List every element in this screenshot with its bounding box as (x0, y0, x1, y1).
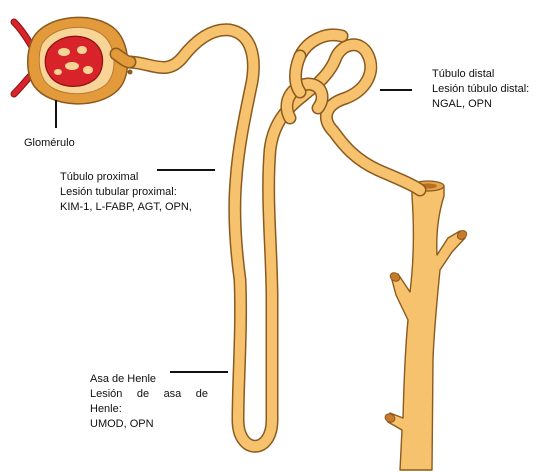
distal-biomarkers: NGAL, OPN (432, 97, 529, 112)
distal-title: Túbulo distal (432, 67, 529, 82)
distal-tubule-label: Túbulo distal Lesión túbulo distal: NGAL… (432, 67, 529, 112)
proximal-tubule-label: Túbulo proximal Lesión tubular proximal:… (60, 170, 192, 215)
henle-injury-line2: Henle: (90, 402, 210, 417)
distal-injury: Lesión túbulo distal: (432, 82, 529, 97)
proximal-injury: Lesión tubular proximal: (60, 185, 192, 200)
glomerulus (14, 17, 133, 103)
collecting-duct (384, 181, 468, 470)
glomerulo-label: Glomérulo (24, 136, 75, 151)
henle-title: Asa de Henle (90, 372, 210, 387)
loop-of-henle-label: Asa de Henle Lesión de asa de Henle: UMO… (90, 372, 210, 432)
proximal-title: Túbulo proximal (60, 170, 192, 185)
henle-injury-line1: Lesión de asa de (90, 387, 208, 402)
proximal-biomarkers: KIM-1, L-FABP, AGT, OPN, (60, 200, 192, 215)
henle-biomarkers: UMOD, OPN (90, 417, 210, 432)
glomerulo-title: Glomérulo (24, 136, 75, 151)
